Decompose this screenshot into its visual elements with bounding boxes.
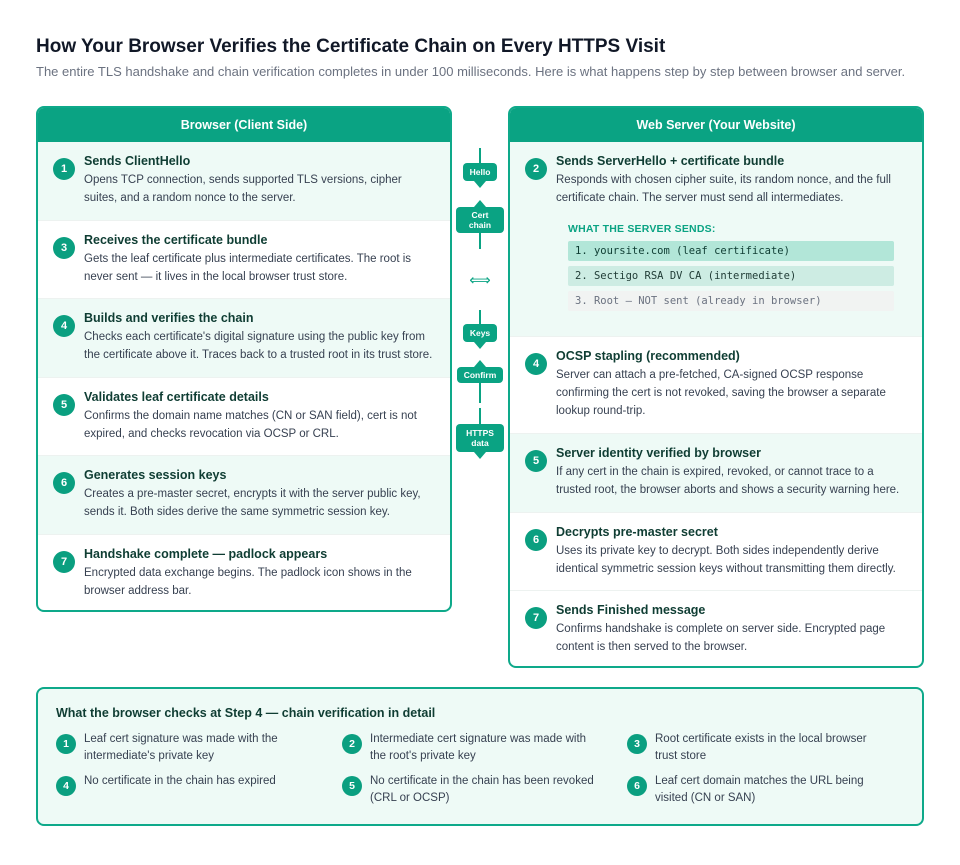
check-item: 2 Intermediate cert signature was made w… — [342, 731, 602, 765]
step-number-badge: 7 — [53, 551, 75, 573]
step-number-badge: 3 — [53, 237, 75, 259]
server-step-serverhello: 2 Sends ServerHello + certificate bundle… — [510, 142, 922, 337]
flow-line — [479, 148, 481, 164]
browser-step-clienthello: 1 Sends ClientHello Opens TCP connection… — [38, 142, 450, 221]
flow-line — [479, 408, 481, 424]
check-number-badge: 4 — [56, 776, 76, 796]
step-description: Confirms the domain name matches (CN or … — [84, 410, 417, 440]
check-text: No certificate in the chain has been rev… — [370, 775, 594, 804]
server-step-ocsp-stapling: 4 OCSP stapling (recommended) Server can… — [510, 337, 922, 434]
flow-label-https-data: HTTPS data — [456, 424, 504, 452]
step-title: Decrypts pre-master secret — [556, 525, 718, 539]
bidirectional-arrow-icon: ⟺ — [469, 272, 491, 289]
step-title: Receives the certificate bundle — [84, 233, 268, 247]
arrow-up-icon — [474, 200, 486, 207]
step-number-badge: 2 — [525, 158, 547, 180]
chain-item-root: 3. Root — NOT sent (already in browser) — [568, 291, 894, 311]
browser-step-validate-leaf: 5 Validates leaf certificate details Con… — [38, 378, 450, 456]
step-number-badge: 5 — [525, 450, 547, 472]
step-description: Responds with chosen cipher suite, its r… — [556, 174, 891, 204]
step-description: Checks each certificate's digital signat… — [84, 331, 433, 361]
page-title: How Your Browser Verifies the Certificat… — [36, 36, 666, 57]
chain-item-leaf: 1. yoursite.com (leaf certificate) — [568, 241, 894, 261]
step-description: Gets the leaf certificate plus intermedi… — [84, 253, 412, 283]
flow-label-confirm: Confirm — [457, 367, 503, 383]
step-title: Sends ServerHello + certificate bundle — [556, 154, 785, 168]
browser-step-receive-bundle: 3 Receives the certificate bundle Gets t… — [38, 221, 450, 299]
flow-label-keys: Keys — [463, 324, 497, 342]
check-text: Leaf cert domain matches the URL being v… — [655, 775, 864, 804]
step-description: Creates a pre-master secret, encrypts it… — [84, 488, 421, 518]
browser-step-session-keys: 6 Generates session keys Creates a pre-m… — [38, 456, 450, 535]
step-number-badge: 6 — [53, 472, 75, 494]
step-title: Generates session keys — [84, 468, 227, 482]
check-number-badge: 2 — [342, 734, 362, 754]
browser-panel: Browser (Client Side) 1 Sends ClientHell… — [36, 106, 452, 612]
step-title: OCSP stapling (recommended) — [556, 349, 740, 363]
step-number-badge: 7 — [525, 607, 547, 629]
step-number-badge: 1 — [53, 158, 75, 180]
check-item: 3 Root certificate exists in the local b… — [627, 731, 887, 765]
step-description: If any cert in the chain is expired, rev… — [556, 466, 900, 496]
handshake-flow-connector: Hello Cert chain ⟺ Keys Confirm HTTPS da… — [452, 106, 508, 506]
chain-item-intermediate: 2. Sectigo RSA DV CA (intermediate) — [568, 266, 894, 286]
step-description: Server can attach a pre-fetched, CA-sign… — [556, 369, 886, 417]
check-text: Root certificate exists in the local bro… — [655, 733, 867, 762]
flow-line — [479, 383, 481, 403]
step-description: Confirms handshake is complete on server… — [556, 623, 886, 653]
server-sends-label: WHAT THE SERVER SENDS: — [568, 223, 716, 235]
check-number-badge: 3 — [627, 734, 647, 754]
check-number-badge: 5 — [342, 776, 362, 796]
step-number-badge: 4 — [53, 315, 75, 337]
check-item: 6 Leaf cert domain matches the URL being… — [627, 773, 887, 807]
step-title: Validates leaf certificate details — [84, 390, 269, 404]
server-step-finished: 7 Sends Finished message Confirms handsh… — [510, 591, 922, 666]
arrow-down-icon — [474, 452, 486, 459]
arrow-up-icon — [474, 360, 486, 367]
check-number-badge: 6 — [627, 776, 647, 796]
browser-panel-header: Browser (Client Side) — [38, 108, 450, 142]
browser-step-verify-chain: 4 Builds and verifies the chain Checks e… — [38, 299, 450, 378]
flow-line — [479, 310, 481, 324]
step-title: Server identity verified by browser — [556, 446, 761, 460]
step-title: Sends Finished message — [556, 603, 706, 617]
check-item: 1 Leaf cert signature was made with the … — [56, 731, 316, 765]
step-title: Sends ClientHello — [84, 154, 191, 168]
check-number-badge: 1 — [56, 734, 76, 754]
step-description: Encrypted data exchange begins. The padl… — [84, 567, 412, 597]
check-text: Leaf cert signature was made with the in… — [84, 733, 278, 762]
step-number-badge: 5 — [53, 394, 75, 416]
step-number-badge: 6 — [525, 529, 547, 551]
step-title: Handshake complete — padlock appears — [84, 547, 328, 561]
step-title: Builds and verifies the chain — [84, 311, 254, 325]
server-panel: Web Server (Your Website) 2 Sends Server… — [508, 106, 924, 668]
page-subtitle: The entire TLS handshake and chain verif… — [36, 64, 906, 79]
server-step-decrypt-secret: 6 Decrypts pre-master secret Uses its pr… — [510, 513, 922, 591]
arrow-down-icon — [474, 342, 486, 349]
check-text: Intermediate cert signature was made wit… — [370, 733, 587, 762]
server-panel-header: Web Server (Your Website) — [510, 108, 922, 142]
step-description: Opens TCP connection, sends supported TL… — [84, 174, 402, 204]
check-item: 4 No certificate in the chain has expire… — [56, 773, 316, 796]
step-description: Uses its private key to decrypt. Both si… — [556, 545, 896, 575]
step-number-badge: 4 — [525, 353, 547, 375]
check-text: No certificate in the chain has expired — [84, 775, 276, 787]
server-step-identity-verified: 5 Server identity verified by browser If… — [510, 434, 922, 513]
check-item: 5 No certificate in the chain has been r… — [342, 773, 602, 807]
chain-checks-box: What the browser checks at Step 4 — chai… — [36, 687, 924, 826]
flow-line — [479, 233, 481, 249]
flow-label-hello: Hello — [463, 163, 497, 181]
chain-checks-title: What the browser checks at Step 4 — chai… — [56, 706, 436, 720]
browser-step-handshake-complete: 7 Handshake complete — padlock appears E… — [38, 535, 450, 610]
flow-label-cert-chain: Cert chain — [456, 207, 504, 233]
arrow-down-icon — [474, 181, 486, 188]
